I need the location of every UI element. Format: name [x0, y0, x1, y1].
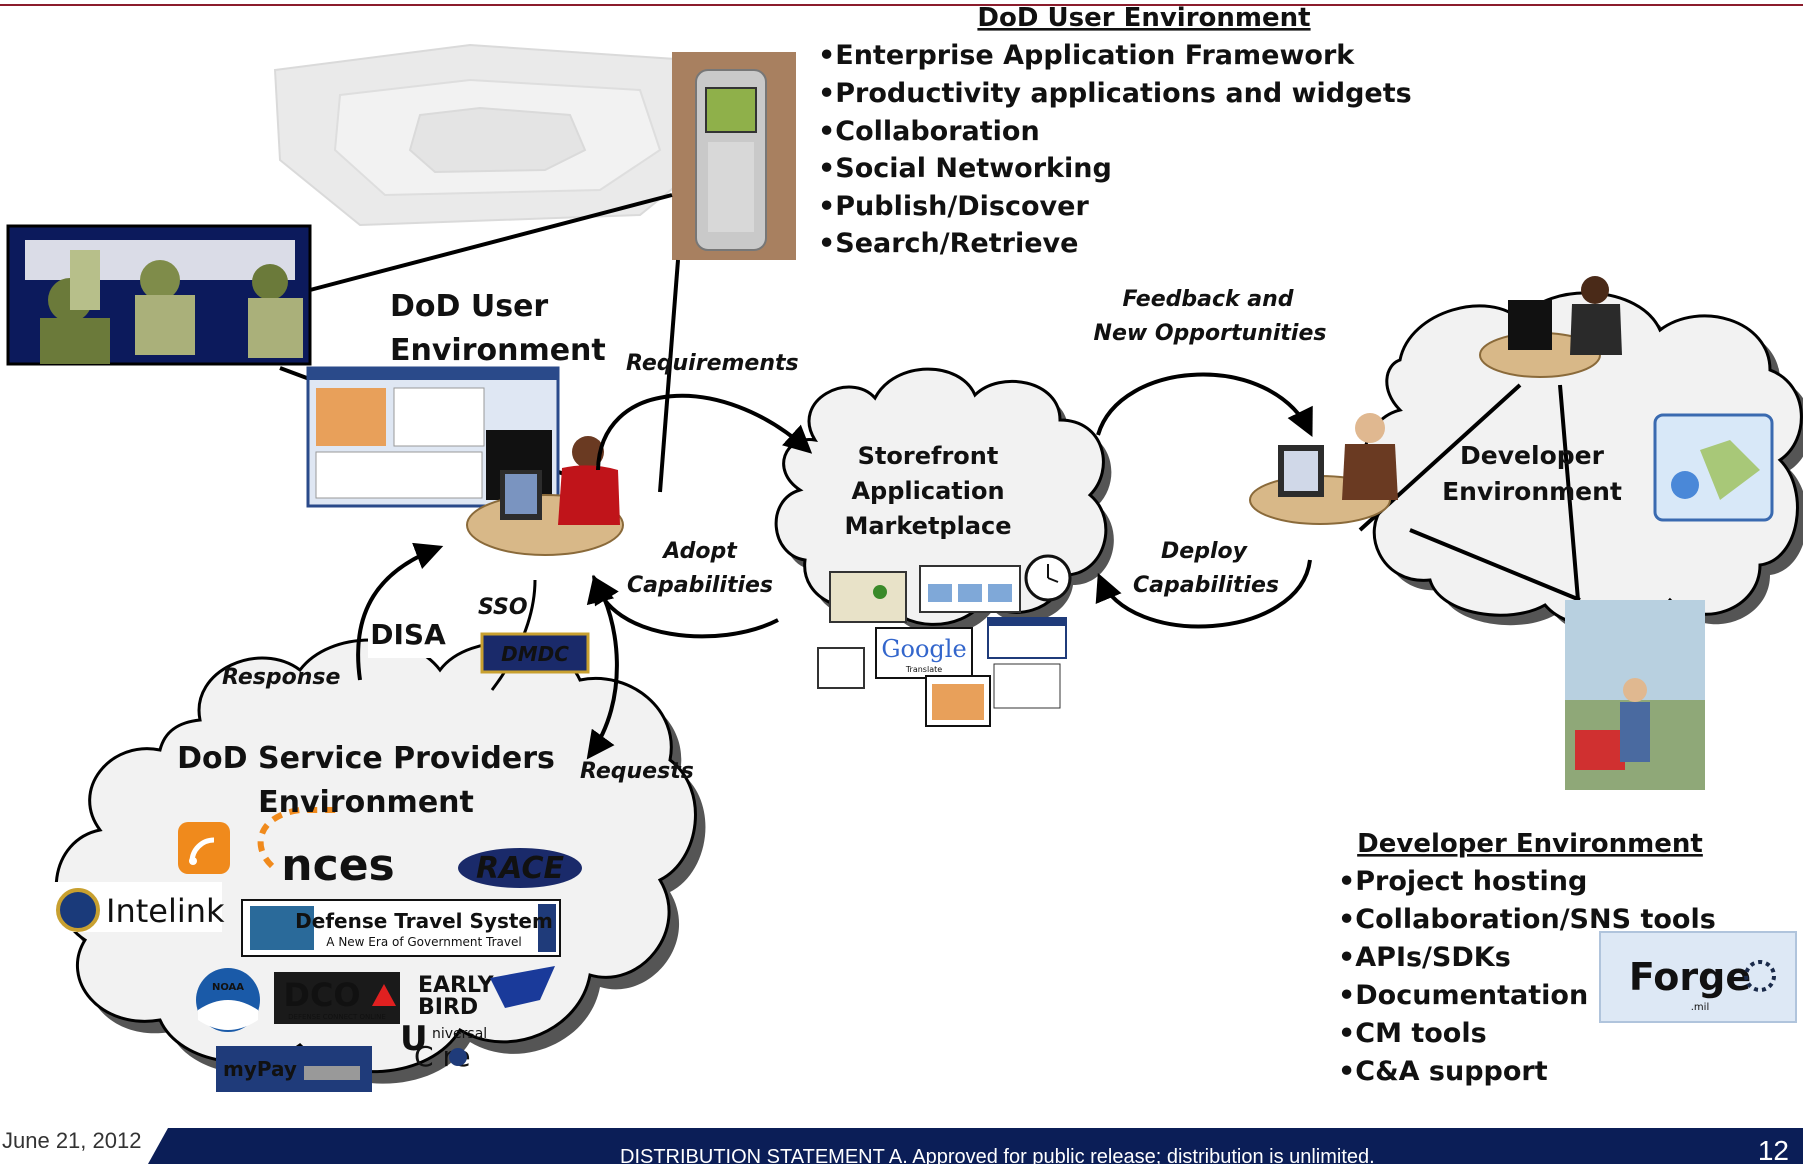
footer-bar: [148, 1128, 1803, 1164]
universal-core-logo-niversal: niversal: [432, 1026, 487, 1042]
response-label: Response: [222, 665, 340, 690]
adopt-label-line1: Adopt: [661, 539, 738, 564]
developer-bullet: •Project hosting: [1338, 866, 1587, 897]
top-bullets-heading: DoD User Environment: [977, 3, 1310, 33]
requirements-arrow: [596, 393, 813, 471]
footer-date: June 21, 2012: [2, 1128, 142, 1153]
sso-line: [490, 579, 537, 691]
nces-swoosh: [257, 807, 340, 869]
sso-label: SSO: [478, 595, 528, 620]
storefront-label-line3: Marketplace: [844, 512, 1011, 540]
soldiers-illustration: [6, 224, 312, 366]
developer-bullet: •Collaboration/SNS tools: [1338, 904, 1716, 935]
feedback-arrow: [1096, 372, 1313, 438]
key-icon: [304, 1066, 360, 1080]
notepad-icon: [817, 647, 865, 689]
top-bullet: •Enterprise Application Framework: [818, 40, 1355, 71]
dmdc-logo-text: DMDC: [501, 642, 569, 666]
top-bullet: •Social Networking: [818, 153, 1112, 184]
feedback-label-line1: Feedback and: [1122, 287, 1293, 312]
early-bird-icon: [490, 966, 555, 1008]
forge-star-icon: [1744, 960, 1776, 992]
storefront-widgets: Google Translate: [817, 554, 1072, 727]
dts-title-text: Defense Travel System: [295, 909, 553, 933]
noaa-logo-text: NOAA: [212, 982, 244, 993]
developer-bullet: •Documentation: [1338, 980, 1588, 1011]
developer-env-label-line1: Developer: [1460, 441, 1605, 470]
page-number: 12: [1757, 1135, 1789, 1166]
early-bird-logo-text: EARLY: [418, 973, 495, 998]
service-providers-label-line1: DoD Service Providers: [177, 741, 555, 776]
top-bullet: •Publish/Discover: [818, 191, 1089, 222]
mypay-logo-text: myPay: [223, 1057, 297, 1081]
map-pin-icon: [873, 585, 887, 599]
race-logo-text: RACE: [476, 851, 564, 886]
top-accent-line: [0, 4, 1803, 6]
developer-cloud: [1362, 291, 1803, 637]
service-provider-logos: DISA DMDC nces RACE Intelink Defense Tra…: [52, 612, 590, 1092]
dco-subtitle-text: DEFENSE CONNECT ONLINE: [288, 1013, 386, 1021]
developer-monitor: [1508, 300, 1552, 350]
wrench-icon: [1671, 471, 1699, 499]
connector-line: [309, 193, 673, 292]
requests-label: Requests: [580, 759, 694, 784]
disa-logo-text: DISA: [370, 618, 446, 651]
disa-logo: [368, 612, 448, 658]
forge-logo-sub: .mil: [1691, 1002, 1709, 1013]
google-translate-sub: Translate: [905, 665, 942, 674]
pentagon-building-image: [273, 43, 722, 227]
adopt-label-line2: Capabilities: [627, 573, 773, 598]
map-widget: [829, 571, 907, 623]
developer-bullet: •C&A support: [1338, 1056, 1548, 1087]
nces-logo-text: nces: [281, 840, 394, 891]
early-bird-logo-text-2: BIRD: [418, 995, 478, 1020]
deploy-capabilities-arrow: [1095, 559, 1312, 629]
intelink-logo-text: Intelink: [106, 892, 225, 930]
rss-icon: [178, 822, 230, 874]
developer-bullet: •APIs/SDKs: [1338, 942, 1511, 973]
storefront-label-line2: Application: [851, 477, 1004, 505]
top-bullet: •Search/Retrieve: [818, 228, 1078, 259]
deploy-label-line2: Capabilities: [1133, 573, 1279, 598]
requests-arrow: [586, 575, 619, 760]
top-bullet: •Productivity applications and widgets: [818, 78, 1412, 109]
google-translate-widget: [875, 627, 973, 679]
dmdc-logo: [480, 632, 590, 674]
race-logo: [458, 848, 582, 888]
developer-env-label-line2: Environment: [1442, 477, 1622, 506]
requirements-label: Requirements: [626, 351, 799, 376]
developer-avatar: [1581, 276, 1609, 304]
handheld-device-image: [672, 52, 796, 260]
response-arrow: [356, 542, 444, 681]
dco-logo-text: DCO: [283, 976, 360, 1014]
feedback-label-line2: New Opportunities: [1094, 321, 1327, 346]
top-bullets-list: •Enterprise Application Framework •Produ…: [818, 40, 1412, 259]
developer-bullet: •CM tools: [1338, 1018, 1487, 1049]
user-env-label-line1: DoD User: [390, 289, 548, 324]
service-providers-label-line2: Environment: [258, 785, 474, 820]
user-at-desk-illustration: [466, 436, 624, 556]
forge-logo-text: Forge: [1629, 955, 1751, 999]
developer-bullets-list: •Project hosting •Collaboration/SNS tool…: [1338, 866, 1716, 1087]
forge-logo: Forge .mil: [1599, 931, 1797, 1023]
universal-core-logo-u: U: [400, 1019, 428, 1059]
connector-line: [658, 259, 680, 493]
storefront-label-line1: Storefront: [858, 442, 999, 470]
developer-figures: [1249, 276, 1774, 790]
distribution-statement: DISTRIBUTION STATEMENT A. Approved for p…: [620, 1146, 1375, 1168]
form-widget: [993, 663, 1061, 709]
deploy-label-line1: Deploy: [1161, 539, 1249, 564]
developer-bullets-heading: Developer Environment: [1357, 829, 1703, 859]
google-logo-text: Google: [881, 635, 966, 663]
user-env-label-line2: Environment: [390, 333, 606, 368]
top-bullet: •Collaboration: [818, 116, 1040, 147]
dts-subtitle-text: A New Era of Government Travel: [326, 935, 521, 949]
